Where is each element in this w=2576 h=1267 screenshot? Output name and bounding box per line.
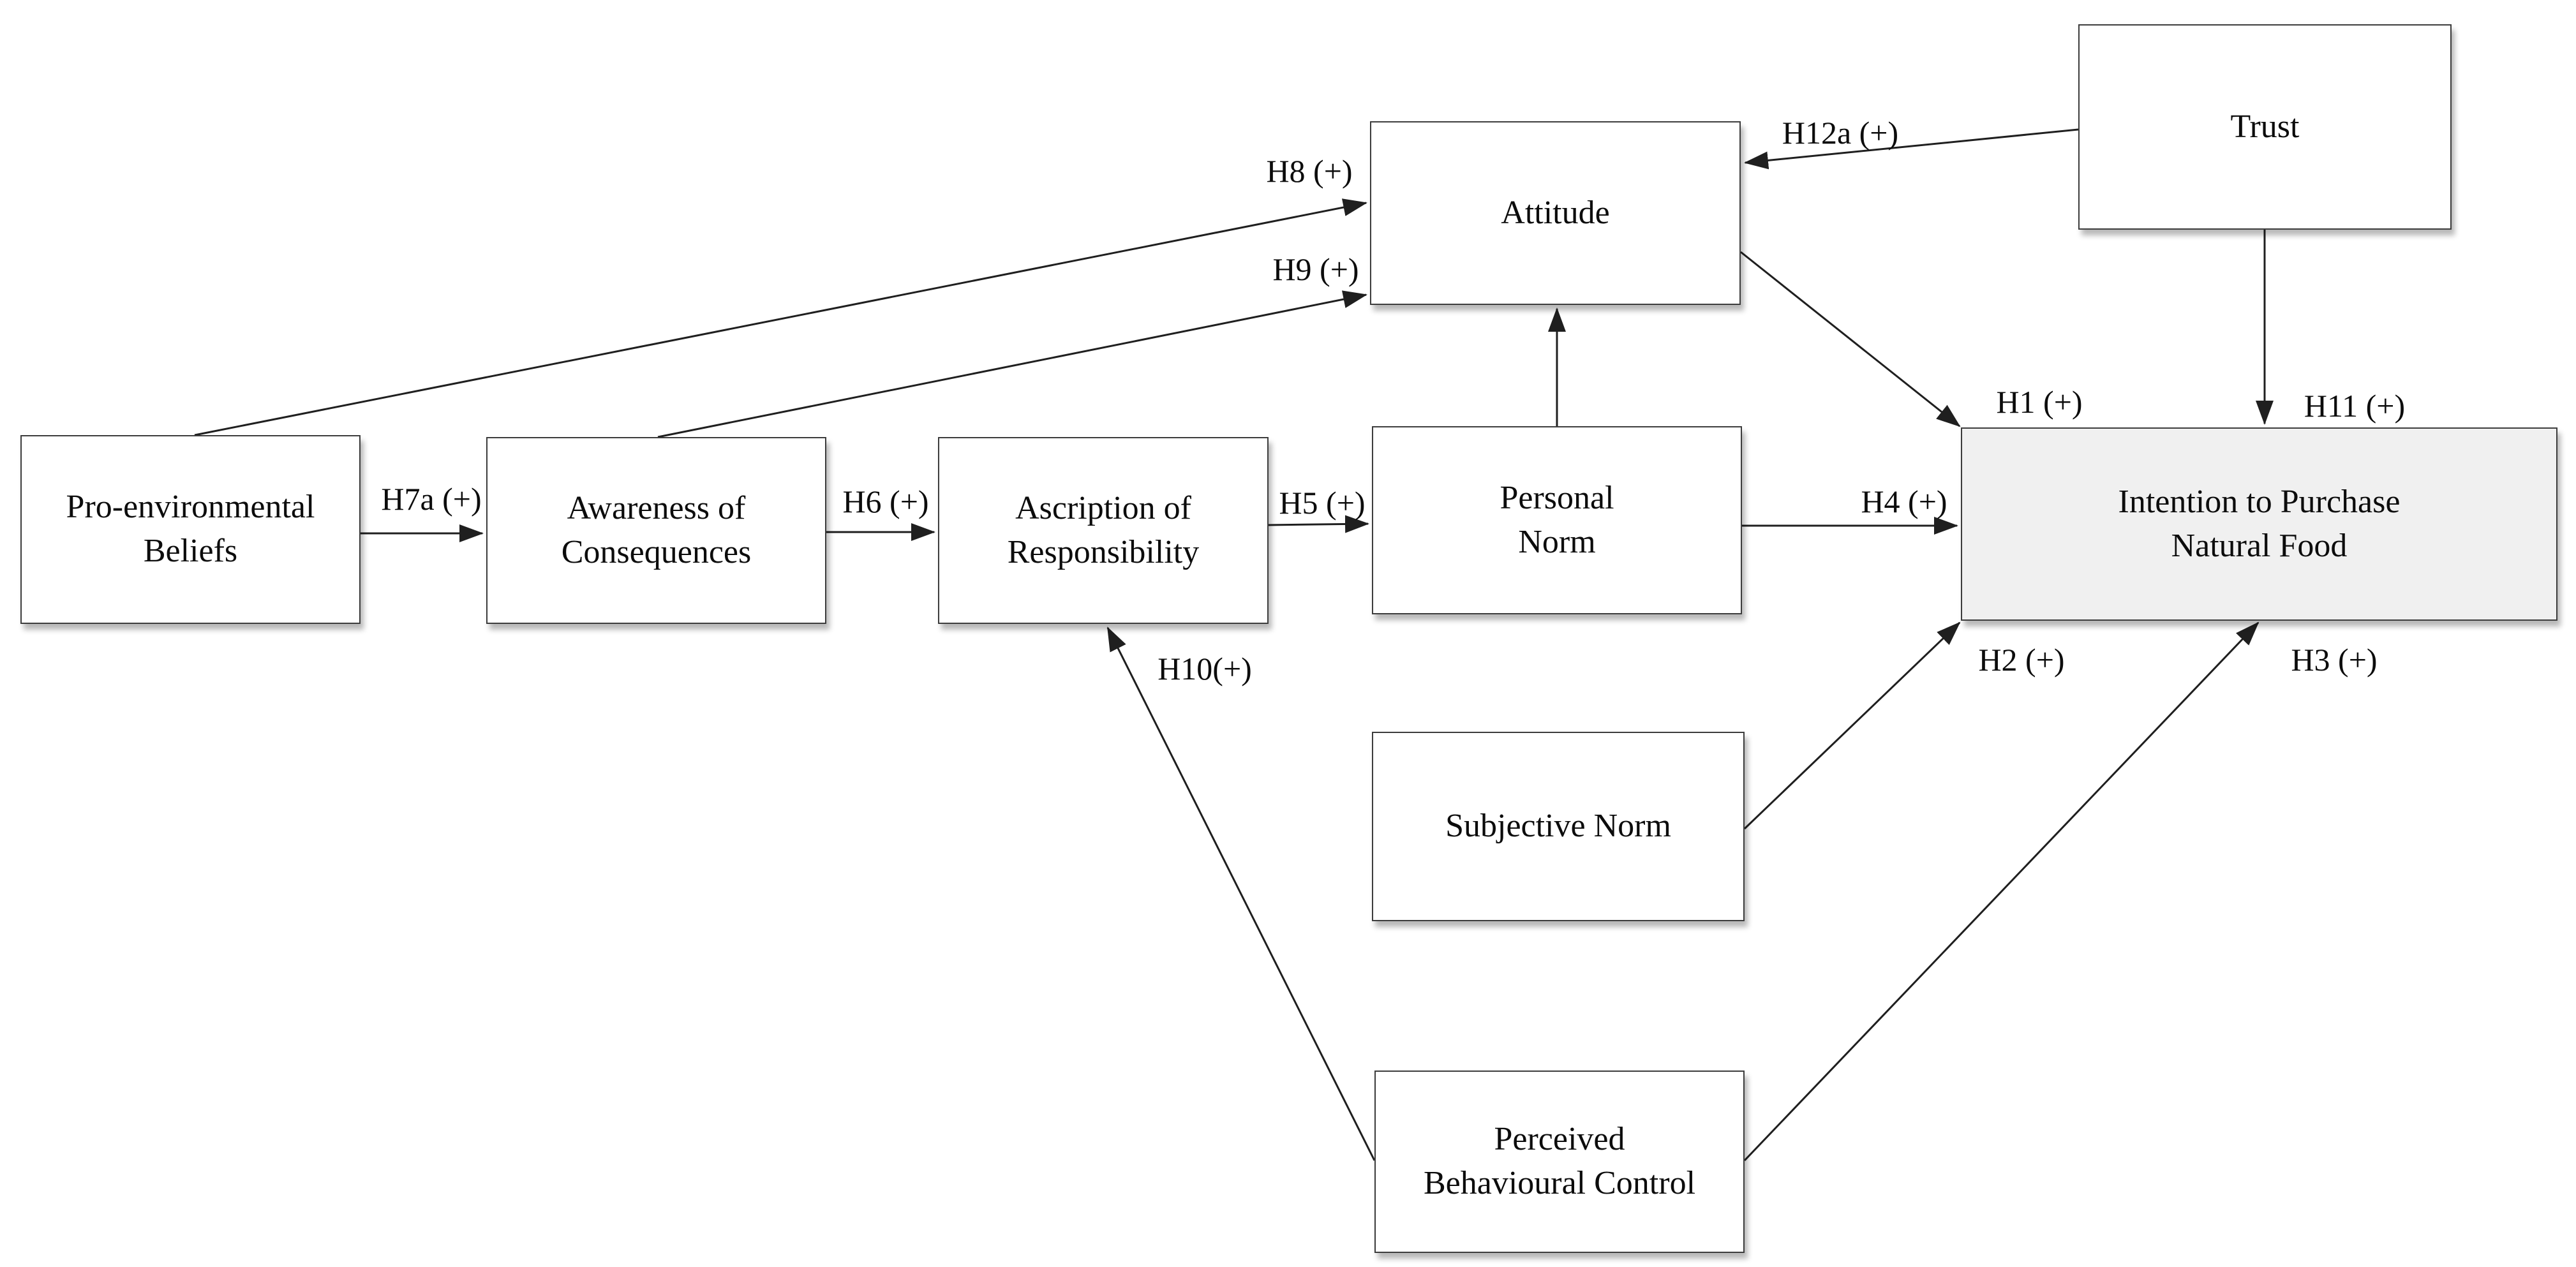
edge-h5-arrow [1268,515,1369,533]
node-awareness-of-consequences-label-line-1: Awareness of [567,489,746,526]
edge-label-h9: H9 (+) [1272,251,1359,287]
edge-label-h8: H8 (+) [1266,153,1353,189]
edge-h3-arrow [1743,621,2260,1162]
edge-h8-arrow [194,198,1367,436]
edge-h10-arrow [1106,626,1376,1161]
node-attitude: Attitude [1370,121,1741,305]
node-awareness-of-consequences: Awareness of Consequences [486,437,826,624]
node-attitude-label-line-1: Attitude [1501,194,1610,231]
node-personal-norm-label-line-2: Norm [1518,523,1596,560]
node-personal-norm-label-line-1: Personal [1500,479,1614,516]
node-ascription-of-responsibility-label-line-2: Responsibility [1007,533,1200,570]
node-awareness-of-consequences-label-line-2: Consequences [561,533,752,570]
node-pro-environmental-beliefs-label-line-2: Beliefs [143,533,238,569]
edge-label-h7a: H7a (+) [381,481,482,517]
node-trust: Trust [2078,24,2452,230]
node-ascription-of-responsibility: Ascription of Responsibility [938,437,1269,624]
node-intention-to-purchase-natural-food-label-line-1: Intention to Purchase [2118,483,2401,520]
node-ascription-of-responsibility-label-line-1: Ascription of [1015,489,1191,526]
edge-h9-arrow [657,290,1367,438]
edge-label-h2: H2 (+) [1978,642,2065,678]
edge-label-h4: H4 (+) [1861,484,1947,519]
edge-h2-arrow [1743,621,1961,830]
node-trust-label-line-1: Trust [2230,108,2300,145]
edge-label-h1: H1 (+) [1996,384,2083,420]
node-subjective-norm-label-line-1: Subjective Norm [1445,808,1671,845]
node-pro-environmental-beliefs-label-line-1: Pro-environmental [66,489,315,526]
edge-label-h12a: H12a (+) [1782,115,1899,151]
node-perceived-behavioural-control-label-line-1: Perceived [1494,1121,1625,1158]
edge-h1-arrow [1740,251,1961,427]
edge-h12a-arrow [1744,128,2079,170]
edge-label-h3: H3 (+) [2291,642,2378,678]
edge-label-h5: H5 (+) [1279,485,1366,521]
edge-label-h6: H6 (+) [842,484,929,519]
node-subjective-norm: Subjective Norm [1372,732,1745,921]
node-intention-to-purchase-natural-food-label-line-2: Natural Food [2171,527,2348,564]
node-perceived-behavioural-control-label-line-2: Behavioural Control [1423,1165,1696,1201]
edge-label-h10: H10(+) [1158,651,1252,686]
edge-label-h11: H11 (+) [2304,388,2406,424]
